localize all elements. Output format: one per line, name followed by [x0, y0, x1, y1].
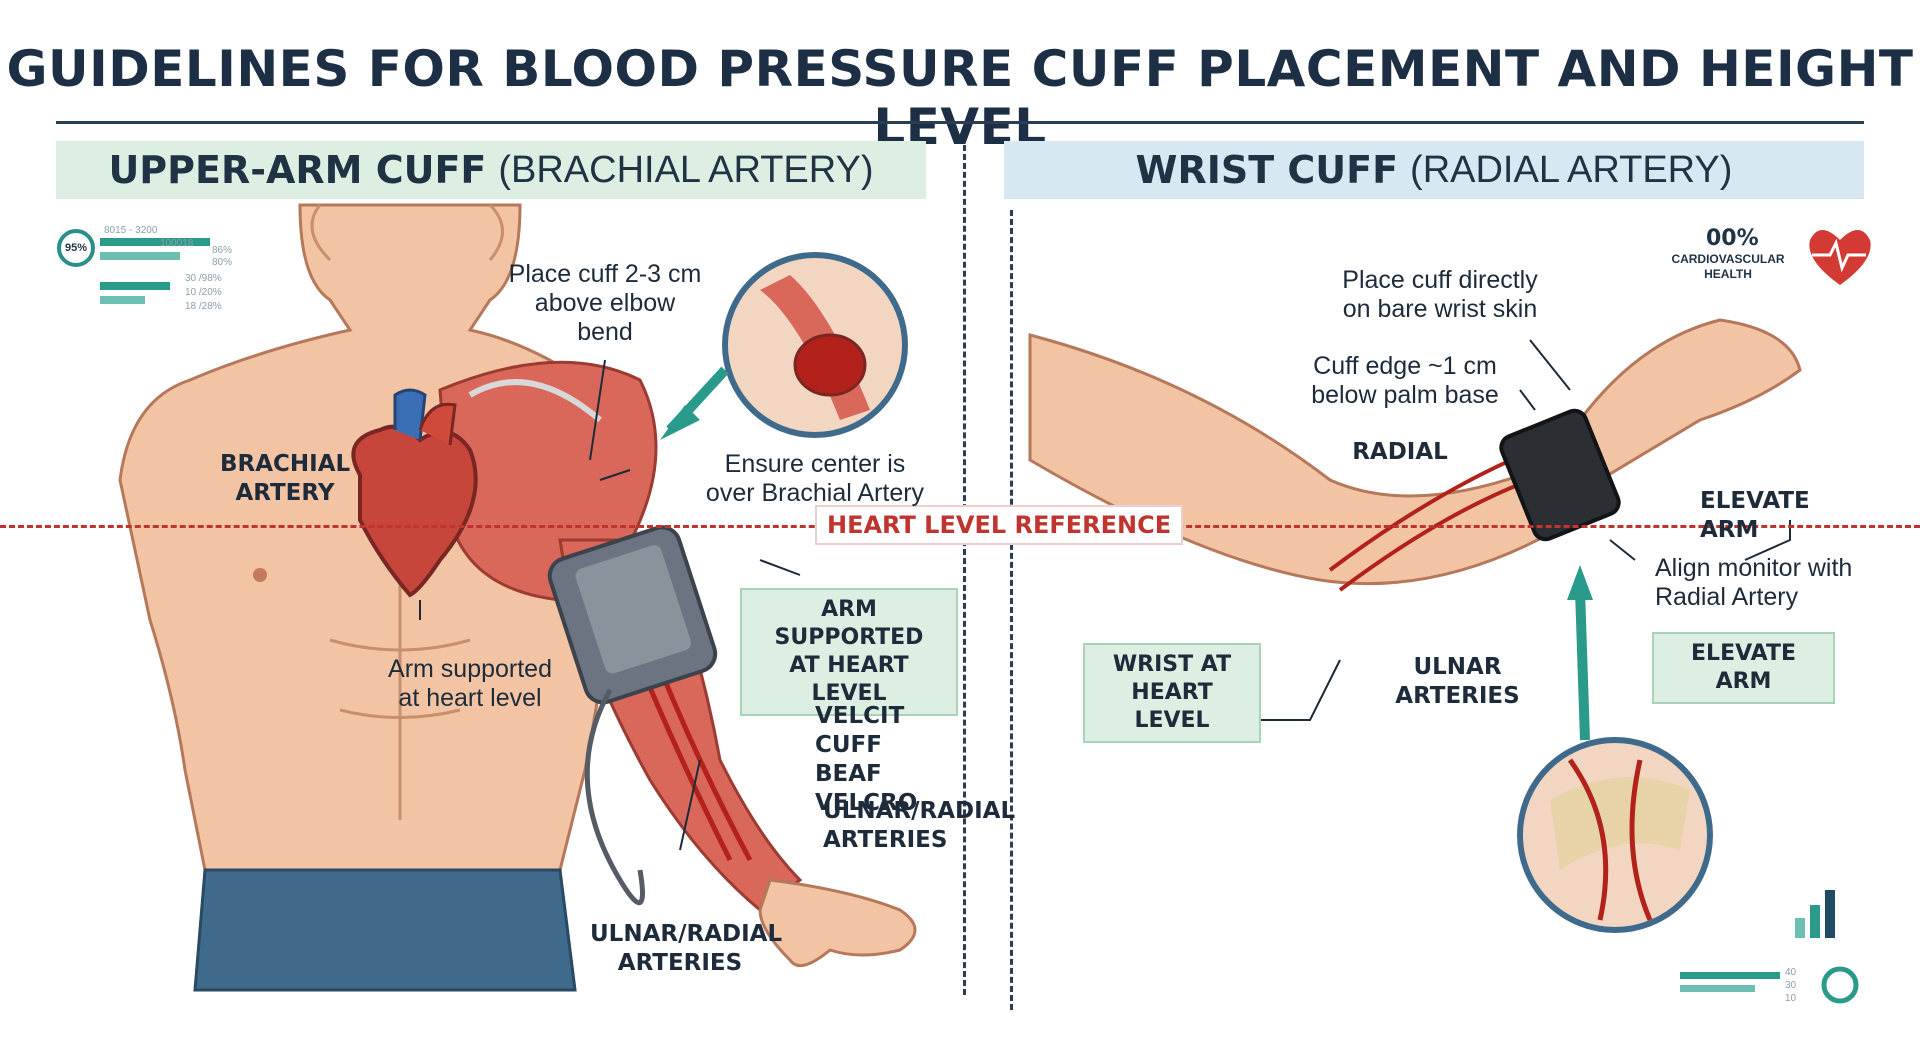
cuff-edge-line1: Cuff edge ~1 cm [1313, 352, 1497, 380]
ensure-line2: over Brachial Artery [705, 479, 925, 507]
left-zoom-circle [722, 252, 908, 438]
ulnar-radial-b-line2: ARTERIES [617, 950, 743, 976]
wrist-heart-level-box: WRIST AT HEART LEVEL [1083, 643, 1261, 743]
cuff-edge-label: Cuff edge ~1 cm below palm base [1305, 352, 1505, 410]
mini-stat-right-v1: 40 [1785, 967, 1797, 978]
right-hand [1578, 318, 1802, 483]
mini-stat-right-v3: 10 [1785, 993, 1797, 1004]
kpi-caption-line2: HEALTH [1704, 267, 1752, 281]
right-zoom-circle [1517, 737, 1713, 933]
upper-arm-heading-rest: (BRACHIAL ARTERY) [498, 148, 874, 191]
align-monitor-label: Align monitor with Radial Artery [1655, 554, 1865, 612]
arm-supported-line2: at heart level [398, 684, 542, 712]
brachial-line1: BRACHIAL [220, 451, 351, 477]
panel-divider [963, 145, 966, 995]
mini-stat-v5: 18 /28% [185, 301, 222, 312]
brachial-artery-label: BRACHIAL ARTERY [220, 450, 350, 508]
ensure-center-label: Ensure center is over Brachial Artery [690, 450, 940, 508]
ulnar-line2: ARTERIES [1395, 683, 1520, 709]
kpi-caption-line1: CARDIOVASCULAR [1671, 252, 1785, 266]
ulnar-radial-label-a: ULNAR/RADIAL ARTERIES [823, 797, 1016, 855]
left-hand [758, 878, 917, 968]
elevate-arm-top-label: ELEVATE ARM [1700, 488, 1810, 543]
ulnar-radial-a-line1: ULNAR/RADIAL [823, 798, 1016, 824]
page-title: GUIDELINES FOR BLOOD PRESSURE CUFF PLACE… [6, 40, 1914, 156]
heart-illustration [351, 388, 478, 598]
wrist-box-line1: WRIST AT [1112, 652, 1232, 677]
mini-stat-right-v2: 30 [1785, 980, 1797, 991]
ulnar-radial-a-line2: ARTERIES [823, 827, 948, 853]
elevate-arm-box: ELEVATE ARM [1652, 632, 1835, 704]
ulnar-arteries-label: ULNAR ARTERIES [1395, 653, 1520, 711]
arm-supported-box-line2: AT HEART LEVEL [789, 653, 909, 706]
mini-stat-bars-right [1680, 890, 1859, 1004]
title-divider [56, 121, 1864, 124]
place-cuff-line1: Place cuff 2-3 cm [508, 260, 702, 288]
velcro-line2: BEAF VELCRO [815, 761, 918, 816]
brachial-line2: ARTERY [235, 480, 335, 506]
velcro-label: VELCIT CUFF BEAF VELCRO [815, 702, 965, 818]
place-direct-line2: on bare wrist skin [1342, 295, 1538, 323]
mini-stat-bars-left [100, 238, 210, 304]
wrist-heading: WRIST CUFF (RADIAL ARTERY) [1004, 141, 1864, 199]
arm-supported-line1: Arm supported [388, 655, 552, 683]
kpi-caption: CARDIOVASCULAR HEALTH [1668, 252, 1788, 282]
upper-arm-heading-bold: UPPER-ARM CUFF [108, 148, 487, 192]
stat-percent-badge: 95% [57, 229, 95, 267]
arm-supported-box-line1: ARM SUPPORTED [774, 597, 924, 650]
place-direct-label: Place cuff directly on bare wrist skin [1325, 266, 1555, 324]
align-line2: Radial Artery [1655, 583, 1799, 611]
mini-stat-v1: 86% [212, 245, 233, 256]
ulnar-radial-b-line1: ULNAR/RADIAL [590, 921, 783, 947]
mini-stat-v4: 10 /20% [185, 287, 222, 298]
ulnar-radial-label-b: ULNAR/RADIAL ARTERIES [590, 920, 783, 978]
mini-stat-v2: 80% [212, 257, 233, 268]
place-cuff-line2: above elbow bend [534, 289, 676, 346]
heart-level-reference-label: HEART LEVEL REFERENCE [815, 505, 1184, 545]
panel-divider-secondary [1010, 210, 1013, 1010]
kpi-value: 00% [1706, 226, 1759, 251]
place-cuff-label: Place cuff 2-3 cm above elbow bend [505, 260, 705, 347]
wrist-box-line2: HEART LEVEL [1131, 680, 1213, 733]
wrist-heading-bold: WRIST CUFF [1135, 148, 1399, 192]
ensure-line1: Ensure center is [724, 450, 906, 478]
place-direct-line1: Place cuff directly [1342, 266, 1538, 294]
upper-arm-heading: UPPER-ARM CUFF (BRACHIAL ARTERY) [56, 141, 926, 199]
arm-supported-box: ARM SUPPORTED AT HEART LEVEL [740, 588, 958, 716]
velcro-line1: VELCIT CUFF [815, 703, 905, 758]
wrist-heading-rest: (RADIAL ARTERY) [1410, 148, 1733, 191]
align-line1: Align monitor with [1655, 554, 1853, 582]
ulnar-line1: ULNAR [1413, 654, 1502, 680]
cuff-edge-line2: below palm base [1311, 381, 1499, 409]
mini-stat-row1: 8015 - 3200 [104, 225, 158, 236]
radial-label: RADIAL [1352, 439, 1448, 465]
mini-stat-row2: 100018 [160, 238, 194, 249]
mini-stat-v3: 30 /98% [185, 273, 222, 284]
arm-supported-label: Arm supported at heart level [375, 655, 565, 713]
